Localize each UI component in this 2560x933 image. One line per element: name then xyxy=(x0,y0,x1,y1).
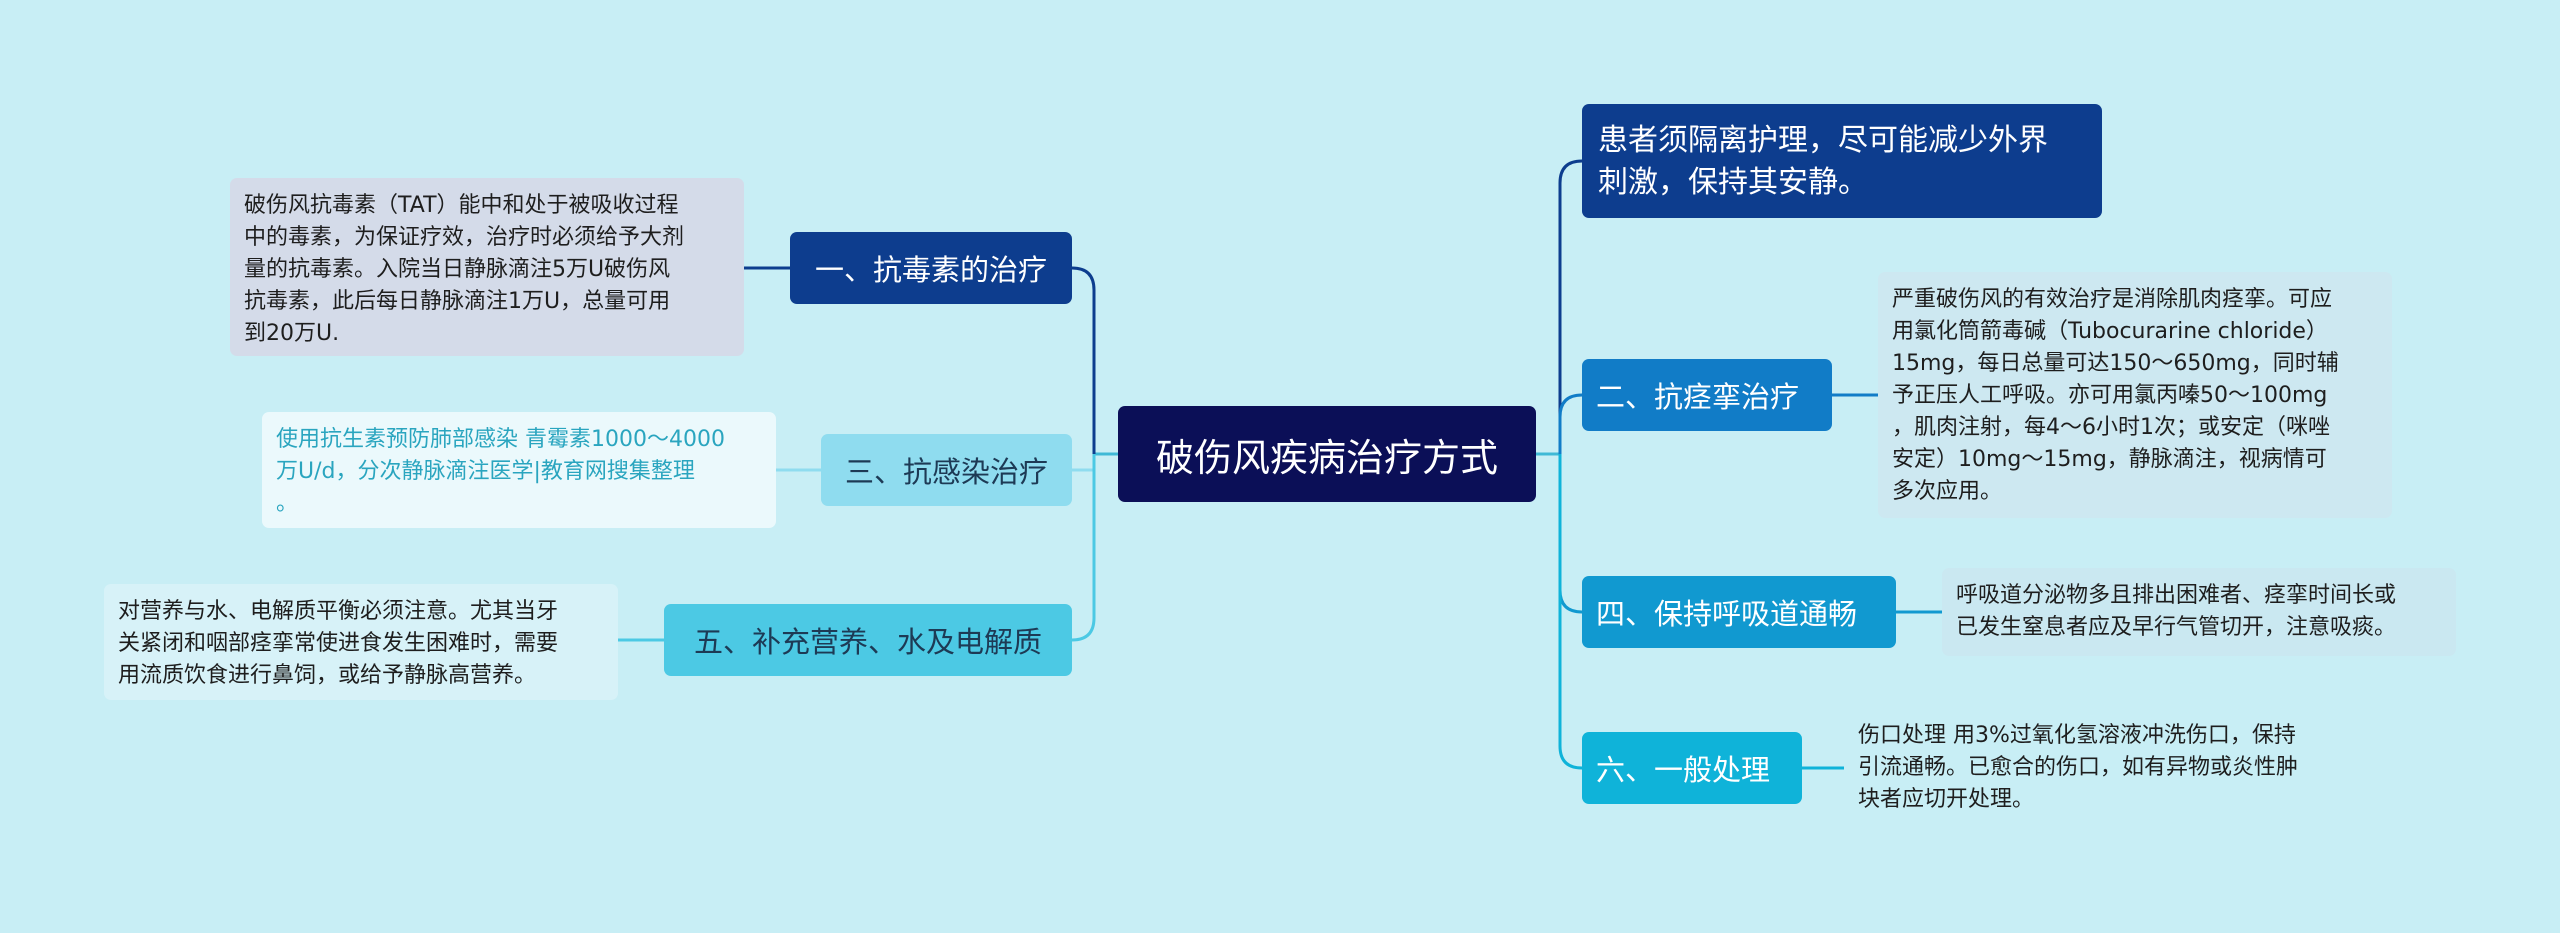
text-line: 关紧闭和咽部痉挛常使进食发生困难时，需要 xyxy=(118,631,559,656)
text-line: 多次应用。 xyxy=(1892,479,2003,504)
connector-to-top-note xyxy=(1558,159,1583,454)
text-line: 万U/d，分次静脉滴注医学|教育网搜集整理 xyxy=(276,459,695,484)
text-line: 患者须隔离护理，尽可能减少外界 xyxy=(1598,123,2048,158)
text-line: 已发生窒息者应及早行气管切开，注意吸痰。 xyxy=(1956,615,2397,640)
detail-nutrition-text: 对营养与水、电解质平衡必须注意。尤其当牙 关紧闭和咽部痉挛常使进食发生困难时，需… xyxy=(118,596,558,692)
branch-anti-infection-treatment[interactable]: 三、抗感染治疗 xyxy=(821,434,1072,506)
branch-nutrition-water-electrolyte[interactable]: 五、补充营养、水及电解质 xyxy=(664,604,1072,676)
text-line: 安定）10mg～15mg，静脉滴注，视病情可 xyxy=(1892,447,2327,472)
detail-airway[interactable]: 呼吸道分泌物多且排出困难者、痉挛时间长或 已发生窒息者应及早行气管切开，注意吸痰… xyxy=(1942,568,2456,656)
text-line: 予正压人工呼吸。亦可用氯丙嗪50～100mg xyxy=(1892,383,2328,408)
detail-anti-infection[interactable]: 使用抗生素预防肺部感染 青霉素1000～4000 万U/d，分次静脉滴注医学|教… xyxy=(262,412,776,528)
detail-antitoxin-text: 破伤风抗毒素（TAT）能中和处于被吸收过程 中的毒素，为保证疗效，治疗时必须给予… xyxy=(244,190,684,350)
text-line: 到20万U. xyxy=(244,321,340,346)
connector-to-branch-3 xyxy=(1072,454,1096,472)
text-line: 使用抗生素预防肺部感染 青霉素1000～4000 xyxy=(276,427,725,452)
detail-anti-spasm-text: 严重破伤风的有效治疗是消除肌肉痉挛。可应 用氯化筒箭毒碱（Tubocurarin… xyxy=(1892,284,2339,508)
text-line: 严重破伤风的有效治疗是消除肌肉痉挛。可应 xyxy=(1892,287,2333,312)
text-line: 引流通畅。已愈合的伤口，如有异物或炎性肿 xyxy=(1858,755,2299,780)
detail-antitoxin[interactable]: 破伤风抗毒素（TAT）能中和处于被吸收过程 中的毒素，为保证疗效，治疗时必须给予… xyxy=(230,178,744,356)
detail-nutrition[interactable]: 对营养与水、电解质平衡必须注意。尤其当牙 关紧闭和咽部痉挛常使进食发生困难时，需… xyxy=(104,584,618,700)
text-line: 中的毒素，为保证疗效，治疗时必须给予大剂 xyxy=(244,225,685,250)
connector-to-branch-2 xyxy=(1558,393,1583,454)
detail-anti-spasm[interactable]: 严重破伤风的有效治疗是消除肌肉痉挛。可应 用氯化筒箭毒碱（Tubocurarin… xyxy=(1878,272,2392,518)
branch-anti-spasm-treatment[interactable]: 二、抗痉挛治疗 xyxy=(1582,359,1832,431)
detail-general-handling[interactable]: 伤口处理 用3%过氧化氢溶液冲洗伤口，保持 引流通畅。已愈合的伤口，如有异物或炎… xyxy=(1844,716,2358,824)
isolation-care-note[interactable]: 患者须隔离护理，尽可能减少外界 刺激，保持其安静。 xyxy=(1582,104,2102,218)
connector-to-branch-4 xyxy=(1558,454,1583,614)
text-line: 破伤风抗毒素（TAT）能中和处于被吸收过程 xyxy=(244,193,679,218)
text-line: 对营养与水、电解质平衡必须注意。尤其当牙 xyxy=(118,599,559,624)
detail-general-handling-text: 伤口处理 用3%过氧化氢溶液冲洗伤口，保持 引流通畅。已愈合的伤口，如有异物或炎… xyxy=(1858,720,2298,816)
central-topic[interactable]: 破伤风疾病治疗方式 xyxy=(1118,406,1536,502)
text-line: ，肌肉注射，每4～6小时1次；或安定（咪唑 xyxy=(1892,415,2330,440)
text-line: 用流质饮食进行鼻饲，或给予静脉高营养。 xyxy=(118,663,537,688)
text-line: 抗毒素，此后每日静脉滴注1万U，总量可用 xyxy=(244,289,671,314)
text-line: 刺激，保持其安静。 xyxy=(1598,165,1868,200)
detail-airway-text: 呼吸道分泌物多且排出困难者、痉挛时间长或 已发生窒息者应及早行气管切开，注意吸痰… xyxy=(1956,580,2396,644)
branch-antitoxin-treatment[interactable]: 一、抗毒素的治疗 xyxy=(790,232,1072,304)
connector-to-branch-1 xyxy=(1071,266,1096,454)
text-line: 伤口处理 用3%过氧化氢溶液冲洗伤口，保持 xyxy=(1858,723,2296,748)
connector-to-branch-6 xyxy=(1558,454,1583,770)
text-line: 量的抗毒素。入院当日静脉滴注5万U破伤风 xyxy=(244,257,671,282)
branch-general-handling[interactable]: 六、一般处理 xyxy=(1582,732,1802,804)
text-line: 用氯化筒箭毒碱（Tubocurarine chloride） xyxy=(1892,319,2328,344)
detail-anti-infection-text: 使用抗生素预防肺部感染 青霉素1000～4000 万U/d，分次静脉滴注医学|教… xyxy=(276,424,725,520)
text-line: 15mg，每日总量可达150～650mg，同时辅 xyxy=(1892,351,2339,376)
text-line: 块者应切开处理。 xyxy=(1858,787,2035,812)
text-line: 呼吸道分泌物多且排出困难者、痉挛时间长或 xyxy=(1956,583,2397,608)
isolation-care-text: 患者须隔离护理，尽可能减少外界 刺激，保持其安静。 xyxy=(1598,120,2048,204)
text-line: 。 xyxy=(276,491,299,516)
connector-to-branch-5 xyxy=(1071,454,1096,642)
branch-airway-patency[interactable]: 四、保持呼吸道通畅 xyxy=(1582,576,1896,648)
